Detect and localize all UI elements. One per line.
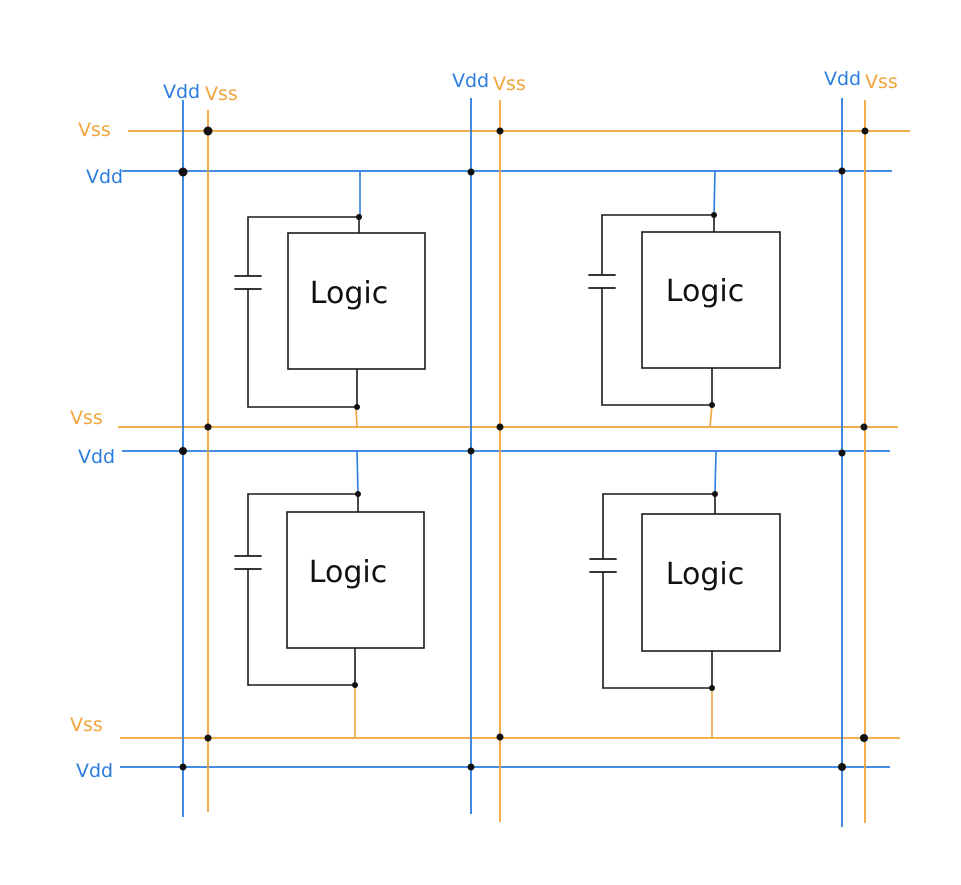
vdd-tap-cell-4 [714, 450, 717, 495]
vdd-rails-horizontal [120, 170, 892, 768]
vss-rails-vertical [207, 100, 866, 823]
vss-rails-horizontal [118, 130, 910, 739]
junction-dot [838, 449, 846, 457]
junction-dot [179, 447, 187, 455]
logic-block-4 [641, 513, 781, 652]
junction-dot [496, 733, 504, 741]
logic-cell-2: Logic [588, 214, 781, 406]
logic-label-4: Logic [666, 557, 744, 592]
junction-dot [178, 167, 188, 177]
vdd-rails-vertical [182, 98, 843, 827]
junction-dot [467, 168, 475, 176]
logic-label-3: Logic [309, 555, 387, 590]
vss-tap-cell-2 [709, 404, 713, 428]
junction-dot [352, 682, 358, 688]
label-vss-h-bottom: Vss [70, 714, 103, 736]
junction-dot [711, 212, 717, 218]
label-vdd-v-left: Vdd [163, 81, 200, 103]
junction-dot [712, 491, 718, 497]
junction-dot [355, 491, 361, 497]
junction-dot [861, 127, 869, 135]
junction-dot [467, 763, 475, 771]
junction-dot [838, 763, 846, 771]
junction-dots [178, 126, 869, 771]
label-vss-h-top: Vss [78, 119, 111, 141]
vss-tap-cell-1 [355, 406, 358, 428]
junction-dot [354, 404, 360, 410]
junction-dot [179, 763, 187, 771]
junction-dot [204, 734, 212, 742]
label-vdd-h-middle: Vdd [78, 446, 115, 468]
label-vss-h-middle: Vss [70, 407, 103, 429]
label-vdd-v-center: Vdd [452, 70, 489, 92]
vdd-tap-cell-2 [713, 170, 716, 216]
logic-cell-4: Logic [589, 493, 781, 689]
logic-block-2 [641, 231, 781, 369]
logic-cell-1: Logic [234, 216, 426, 408]
label-vdd-h-top: Vdd [86, 166, 123, 188]
cell-taps [354, 170, 717, 738]
junction-dot [860, 423, 868, 431]
junction-dot [496, 423, 504, 431]
junction-dot [709, 685, 715, 691]
junction-dot [496, 127, 504, 135]
junction-dot [860, 734, 868, 742]
junction-dot [467, 447, 475, 455]
logic-cell-3: Logic [234, 493, 425, 686]
logic-label-2: Logic [666, 274, 744, 309]
rail-labels: Vdd Vss Vdd Vss Vdd Vss Vss Vdd Vss Vdd … [70, 68, 898, 782]
junction-dot [709, 402, 715, 408]
junction-dot [356, 214, 362, 220]
logic-label-1: Logic [310, 276, 388, 311]
junction-dot [203, 126, 213, 136]
vdd-tap-cell-3 [356, 450, 359, 495]
junction-dot [204, 423, 212, 431]
junction-dot [838, 167, 846, 175]
label-vss-v-left: Vss [205, 83, 238, 105]
label-vss-v-center: Vss [493, 73, 526, 95]
label-vdd-v-right: Vdd [824, 68, 861, 90]
label-vdd-h-bottom: Vdd [76, 760, 113, 782]
label-vss-v-right: Vss [865, 71, 898, 93]
